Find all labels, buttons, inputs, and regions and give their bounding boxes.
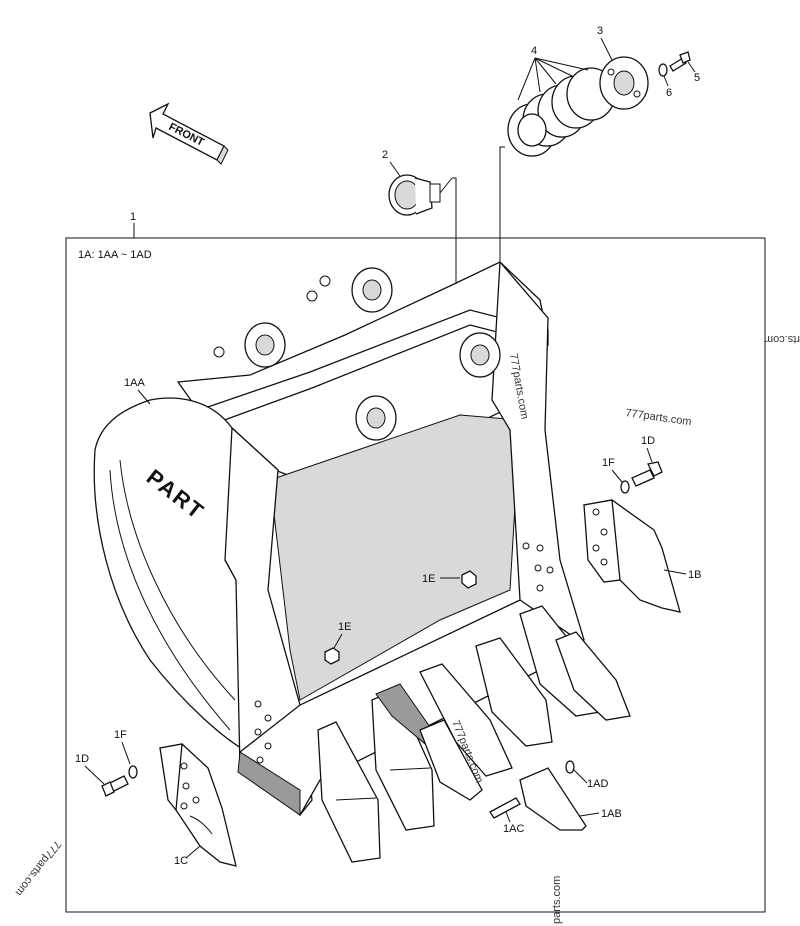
washer-part-1F-left xyxy=(128,765,138,779)
plate-part-3 xyxy=(599,56,649,110)
watermark-bottom-left: 777parts.com xyxy=(13,838,63,898)
label-1AD: 1AD xyxy=(587,778,608,790)
tooth-4 xyxy=(419,663,513,777)
side-cutter-part-1B xyxy=(583,499,681,613)
label-4: 4 xyxy=(531,45,537,57)
side-bolt-holes-right xyxy=(522,542,554,592)
mounting-boss-lower-right xyxy=(355,395,397,441)
tooth-pin-part-1AC xyxy=(489,797,521,819)
watermark-upper-right: 777parts.com xyxy=(625,407,693,428)
front-arrow: FRONT xyxy=(149,102,229,165)
side-cutter-part-1C xyxy=(159,743,237,867)
label-1F-right: 1F xyxy=(602,457,615,469)
label-2: 2 xyxy=(382,149,388,161)
tooth-7 xyxy=(555,631,631,721)
label-5: 5 xyxy=(694,72,700,84)
retainer-part-1AD xyxy=(565,760,575,774)
bushing-part-2 xyxy=(388,174,453,216)
label-1D-left: 1D xyxy=(75,753,89,765)
side-bolt-holes-left xyxy=(254,700,272,764)
label-1AC: 1AC xyxy=(503,823,524,835)
label-1: 1 xyxy=(130,211,136,223)
label-1B: 1B xyxy=(688,569,701,581)
nut-part-1E-mid xyxy=(461,570,477,589)
bolt-part-1D-left xyxy=(101,775,129,797)
label-1F-left: 1F xyxy=(114,729,127,741)
nut-part-1E-low xyxy=(324,647,340,665)
bolt-part-5 xyxy=(669,51,691,72)
watermark-bottom: parts.com xyxy=(551,876,563,924)
mounting-boss-upper-left xyxy=(351,267,393,313)
washer-part-6 xyxy=(658,63,668,77)
mounting-boss-upper-right xyxy=(459,332,501,378)
tooth-1 xyxy=(317,721,381,863)
tooth-3 xyxy=(375,683,483,801)
label-6: 6 xyxy=(666,87,672,99)
label-3: 3 xyxy=(597,25,603,37)
bucket-teeth-part-1AB xyxy=(317,605,631,863)
label-1C: 1C xyxy=(174,855,188,867)
label-1E-low: 1E xyxy=(338,621,351,633)
washer-part-1F-right xyxy=(620,480,630,494)
mounting-boss-lower-left xyxy=(244,322,286,368)
assembly-frame xyxy=(65,237,766,913)
tooth-adapter-1AB-detail xyxy=(519,767,587,831)
watermark-right-edge: rts.com xyxy=(764,333,800,345)
label-1E-mid: 1E xyxy=(422,573,435,585)
label-1D-right: 1D xyxy=(641,435,655,447)
frame-header: 1A: 1AA ~ 1AD xyxy=(78,249,152,261)
tooth-5 xyxy=(475,637,553,747)
label-1AA: 1AA xyxy=(124,377,145,389)
label-1AB: 1AB xyxy=(601,808,622,820)
bolt-part-1D-right xyxy=(631,461,663,487)
shims-part-4 xyxy=(507,67,616,157)
